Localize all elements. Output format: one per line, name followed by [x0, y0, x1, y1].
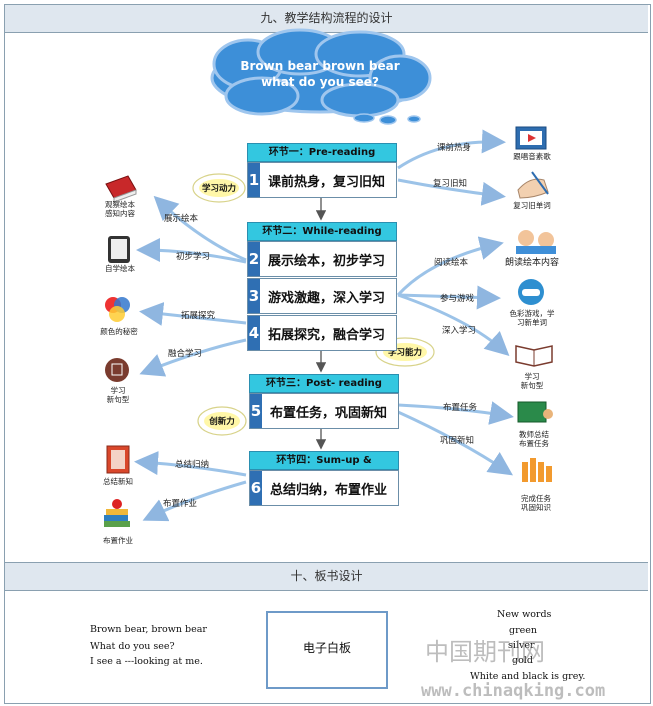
caption-learn-sentence-1: 学习: [110, 386, 126, 395]
caption-read-content: 朗读绘本内容: [504, 258, 559, 268]
teacher-board-icon: [517, 401, 553, 423]
tablet-icon: [108, 236, 130, 263]
step-5-number: 5: [250, 394, 262, 428]
step-2: 2 展示绘本，初步学习: [247, 241, 397, 277]
thought-cloud: [210, 28, 432, 118]
label-join-game: 参与游戏: [440, 294, 475, 304]
step-1-number: 1: [248, 163, 260, 197]
cloud-line-2: what do you see?: [261, 75, 379, 89]
caption-assign-homework: 布置作业: [103, 536, 133, 545]
books-apple-icon: [104, 499, 130, 527]
caption-color-secret: 颜色的秘密: [100, 327, 138, 336]
caption-learn-sentence-2: 新句型: [106, 395, 130, 405]
cloud-text: Brown bear brown bear what do you see?: [220, 58, 420, 90]
label-warmup: 课前热身: [437, 143, 472, 153]
board-right-line-3: silver: [508, 640, 535, 651]
caption-color-game: 色彩游戏，学 习新单词: [506, 309, 558, 328]
board-left-line-1: Brown bear, brown bear: [90, 624, 207, 635]
caption-observe-book-2: 感知内容: [105, 209, 135, 219]
label-summarize: 总结归纳: [175, 460, 210, 470]
caption-color-game-1: 色彩游戏，学: [509, 309, 555, 318]
caption-new-pattern-1: 学习: [524, 372, 540, 381]
caption-teacher-summary: 教师总结 布置任务: [512, 430, 556, 449]
reading-kids-icon: [516, 230, 556, 254]
caption-observe-book-1: 观察绘本: [105, 200, 135, 209]
label-fuse-learn: 融合学习: [168, 349, 203, 359]
video-player-icon: [515, 126, 547, 150]
writing-hand-icon: [517, 171, 549, 199]
color-circles-icon: [105, 297, 130, 322]
red-book-icon: [105, 175, 137, 203]
caption-review-words: 复习旧单词: [513, 201, 551, 210]
step-1-text: 课前热身，复习旧知: [268, 174, 386, 190]
label-first-learn: 初步学习: [176, 252, 211, 262]
step-5: 5 布置任务，巩固新知: [249, 393, 399, 429]
right-arrows: [396, 129, 514, 476]
label-explore: 拓展探究: [181, 311, 216, 321]
stage-3-header: 环节三：Post- reading: [249, 374, 399, 393]
badge-motivation: 学习动力: [201, 184, 236, 194]
label-read-book: 阅读绘本: [434, 258, 469, 268]
whiteboard-label: 电子白板: [302, 641, 351, 655]
stage-1-header: 环节一：Pre-reading: [247, 143, 397, 162]
step-5-text: 布置任务，巩固新知: [270, 405, 388, 421]
board-left-line-3: I see a ---looking at me.: [90, 656, 203, 667]
step-6: 6 总结归纳，布置作业: [249, 470, 399, 506]
caption-teacher-summary-2: 布置任务: [519, 439, 549, 449]
caption-observe-book: 观察绘本 感知内容: [98, 200, 142, 219]
caption-summarize-new: 总结新知: [103, 477, 133, 486]
badge-creativity: 创新力: [209, 417, 235, 427]
label-homework: 布置作业: [163, 499, 198, 509]
caption-self-study: 自学绘本: [105, 264, 135, 273]
caption-listen-song: 跟唱音素歌: [513, 152, 551, 161]
caption-learn-sentence: 学习 新句型: [98, 386, 138, 405]
step-3: 3 游戏激趣，深入学习: [247, 278, 397, 314]
board-right-line-2: green: [509, 625, 537, 636]
step-6-text: 总结归纳，布置作业: [270, 482, 388, 498]
cloud-line-1: Brown bear brown bear: [240, 59, 400, 73]
label-consolidate: 巩固新知: [440, 436, 475, 446]
caption-color-game-2: 习新单词: [517, 318, 547, 328]
watermark-url: www.chinaqking.com: [421, 681, 606, 701]
caption-teacher-summary-1: 教师总结: [519, 430, 549, 439]
badge-ability: 学习能力: [387, 348, 422, 358]
caption-new-pattern-2: 新句型: [520, 381, 544, 391]
board-left-line-2: What do you see?: [90, 641, 175, 652]
cloud-bubbles: [353, 113, 421, 125]
step-2-text: 展示绘本，初步学习: [268, 253, 386, 269]
stage-2-header: 环节二：While-reading: [247, 222, 397, 241]
label-assign-task: 布置任务: [443, 403, 478, 413]
raised-hands-icon: [522, 458, 552, 482]
caption-finish-task-2: 巩固知识: [521, 503, 551, 513]
left-arrows: [134, 195, 247, 522]
flow-section-title: 九、教学结构流程的设计: [5, 4, 648, 33]
step-2-number: 2: [248, 242, 260, 276]
step-3-text: 游戏激趣，深入学习: [268, 290, 386, 306]
label-show-book: 展示绘本: [164, 214, 199, 224]
whiteboard-box: 电子白板: [266, 611, 388, 689]
caption-new-pattern: 学习 新句型: [510, 372, 554, 391]
label-review-old: 复习旧知: [433, 179, 468, 189]
notebook-icon: [106, 445, 130, 474]
open-book-icon: [515, 345, 553, 367]
step-4-text: 拓展探究，融合学习: [268, 327, 386, 343]
label-deep-learn: 深入学习: [442, 326, 477, 336]
board-right-line-1: New words: [497, 609, 552, 620]
step-6-number: 6: [250, 471, 262, 505]
watermark-cn: 中国期刊网: [425, 638, 545, 666]
step-4-number: 4: [248, 316, 260, 350]
caption-finish-task-1: 完成任务: [521, 494, 551, 503]
step-1: 1 课前热身，复习旧知: [247, 162, 397, 198]
learn-sentence-icon: [105, 358, 129, 382]
gamepad-icon: [518, 279, 544, 305]
step-4: 4 拓展探究，融合学习: [247, 315, 397, 351]
board-right-line-4: gold: [512, 655, 533, 666]
caption-finish-task: 完成任务 巩固知识: [514, 494, 558, 513]
board-right-line-5: White and black is grey.: [470, 671, 586, 682]
step-3-number: 3: [248, 279, 260, 313]
stage-4-header: 环节四：Sum-up & Homework: [249, 451, 399, 483]
board-section-title: 十、板书设计: [5, 562, 648, 591]
